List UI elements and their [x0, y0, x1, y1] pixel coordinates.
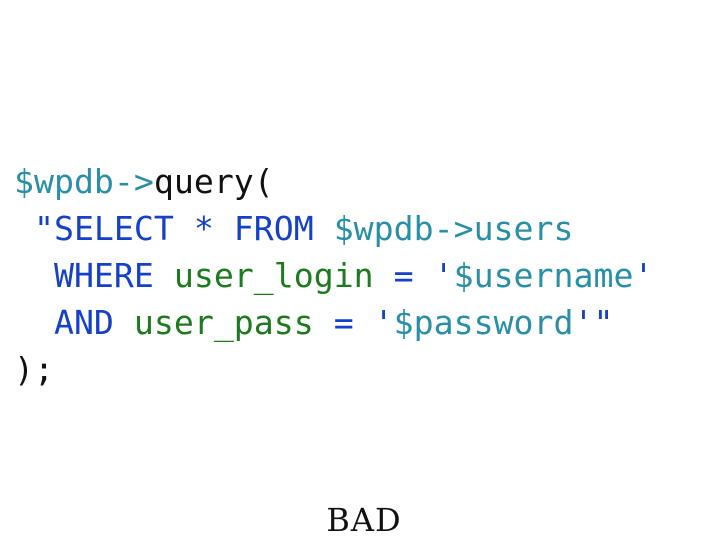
code-token: '": [573, 303, 614, 342]
code-token: ': [633, 256, 654, 295]
code-line-2: "SELECT * FROM $wpdb->users: [14, 205, 653, 252]
code-line-4: AND user_pass = '$password'": [14, 299, 653, 346]
code-token: SELECT * FROM: [53, 209, 334, 248]
code-token: $wpdb->users: [333, 209, 574, 248]
code-line-1: $wpdb->query(: [14, 158, 653, 205]
code-token: AND: [53, 303, 134, 342]
code-token: $wpdb->: [14, 162, 154, 201]
code-token: = ': [313, 303, 394, 342]
code-token: user_pass: [133, 303, 314, 342]
code-token: user_login: [173, 256, 374, 295]
code-block: $wpdb->query( "SELECT * FROM $wpdb->user…: [14, 158, 653, 393]
code-token: = ': [373, 256, 454, 295]
code-token: query(: [153, 162, 274, 201]
slide-caption: BAD: [326, 501, 402, 539]
code-line-5: );: [14, 346, 653, 393]
code-token: ": [14, 209, 54, 248]
code-line-3: WHERE user_login = '$username': [14, 252, 653, 299]
code-token: [14, 256, 54, 295]
code-token: );: [14, 350, 54, 389]
code-token: WHERE: [53, 256, 174, 295]
code-token: [14, 303, 54, 342]
code-token: $username: [453, 256, 634, 295]
code-token: $password: [393, 303, 574, 342]
